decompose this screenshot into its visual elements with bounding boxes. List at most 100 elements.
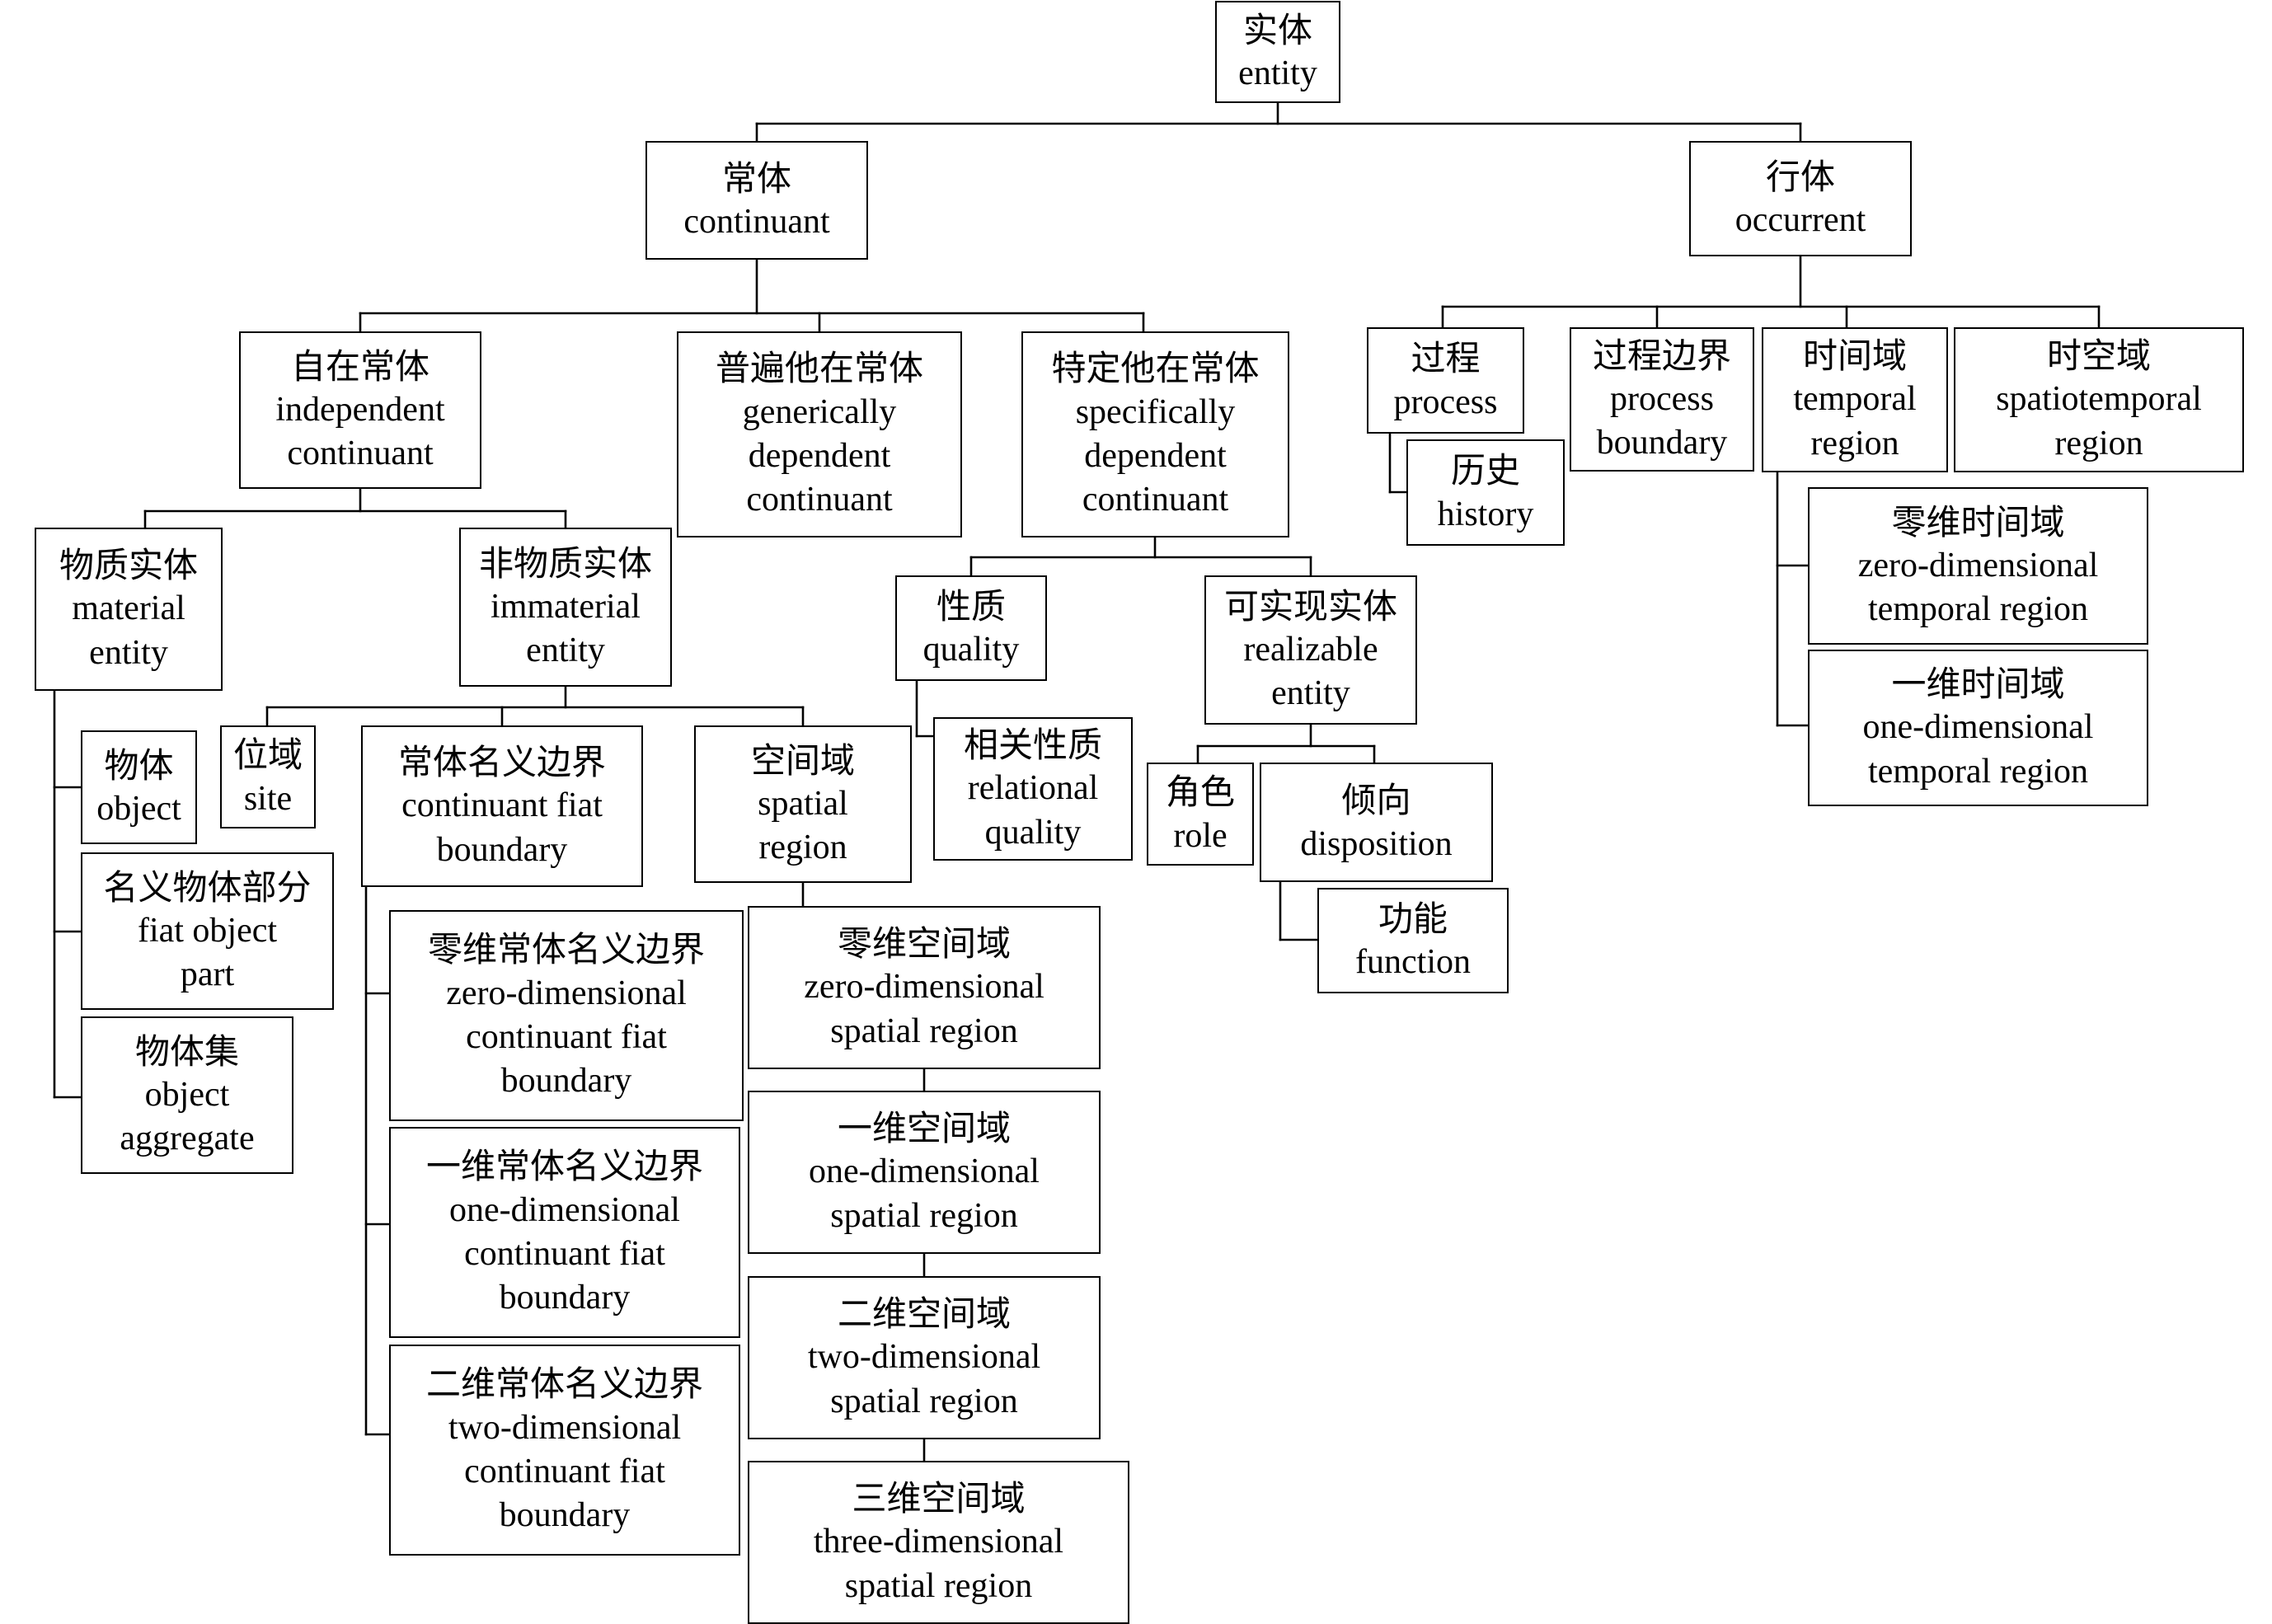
node-label-zh: 非物质实体	[478, 542, 652, 584]
node-label-zh: 物体集	[134, 1030, 239, 1072]
node-label-en: continuant	[683, 203, 830, 241]
node-one-dimensional-continuant-fiat-boundary: 一维常体名义边界 one-dimensional continuant fiat…	[389, 1127, 740, 1338]
node-label-zh: 过程边界	[1592, 335, 1731, 376]
node-label-en: role	[1173, 816, 1228, 855]
node-label-en: history	[1437, 495, 1534, 533]
node-temporal-region: 时间域 temporal region	[1762, 327, 1948, 472]
node-label-zh: 三维空间域	[852, 1478, 1026, 1518]
node-zero-dimensional-spatial-region: 零维空间域 zero-dimensional spatial region	[748, 906, 1101, 1069]
node-label-en: entity	[1238, 54, 1317, 92]
node-label-zh: 普遍他在常体	[715, 348, 923, 389]
node-label-en: function	[1355, 943, 1471, 981]
node-label-zh: 过程	[1411, 338, 1481, 379]
node-one-dimensional-spatial-region: 一维空间域 one-dimensional spatial region	[748, 1091, 1101, 1254]
node-three-dimensional-spatial-region: 三维空间域 three-dimensional spatial region	[748, 1461, 1129, 1624]
node-label-zh: 物质实体	[59, 545, 198, 585]
node-label-zh: 二维常体名义边界	[425, 1364, 703, 1405]
node-relational-quality: 相关性质 relational quality	[933, 717, 1133, 861]
node-label-en: occurrent	[1735, 201, 1866, 239]
node-generically-dependent-continuant: 普遍他在常体 generically dependent continuant	[677, 331, 962, 537]
node-function: 功能 function	[1317, 888, 1509, 993]
node-label-en: one-dimensional continuant fiat boundary	[449, 1190, 680, 1317]
node-label-en: two-dimensional continuant fiat boundary	[448, 1408, 682, 1535]
node-two-dimensional-spatial-region: 二维空间域 two-dimensional spatial region	[748, 1276, 1101, 1439]
node-occurrent: 行体 occurrent	[1689, 141, 1912, 256]
node-label-en: two-dimensional spatial region	[807, 1338, 1041, 1420]
node-label-en: one-dimensional temporal region	[1862, 708, 2094, 791]
node-label-en: three-dimensional spatial region	[813, 1523, 1064, 1605]
node-label-en: process	[1393, 383, 1498, 421]
node-history: 历史 history	[1406, 439, 1565, 546]
node-label-zh: 一维常体名义边界	[425, 1146, 703, 1187]
node-label-zh: 零维时间域	[1891, 501, 2065, 542]
node-label-zh: 相关性质	[963, 725, 1102, 765]
node-label-zh: 行体	[1765, 156, 1835, 197]
node-label-zh: 物体	[104, 744, 174, 786]
node-label-zh: 名义物体部分	[103, 866, 312, 908]
node-fiat-object-part: 名义物体部分 fiat object part	[81, 852, 334, 1010]
node-label-en: site	[243, 779, 293, 818]
node-label-zh: 倾向	[1341, 780, 1411, 821]
node-two-dimensional-continuant-fiat-boundary: 二维常体名义边界 two-dimensional continuant fiat…	[389, 1345, 740, 1556]
node-one-dimensional-temporal-region: 一维时间域 one-dimensional temporal region	[1808, 650, 2148, 806]
node-label-zh: 位域	[232, 735, 303, 776]
node-entity: 实体 entity	[1215, 1, 1340, 103]
node-spatiotemporal-region: 时空域 spatiotemporal region	[1954, 327, 2244, 472]
node-label-zh: 性质	[936, 585, 1006, 627]
node-label-en: spatiotemporal region	[1996, 380, 2202, 462]
node-label-en: specifically dependent continuant	[1075, 392, 1236, 519]
node-label-zh: 二维空间域	[837, 1293, 1011, 1334]
node-spatial-region: 空间域 spatial region	[694, 725, 912, 883]
node-quality: 性质 quality	[895, 575, 1047, 681]
node-realizable-entity: 可实现实体 realizable entity	[1204, 575, 1417, 725]
node-disposition: 倾向 disposition	[1260, 763, 1493, 882]
node-label-zh: 历史	[1450, 450, 1520, 491]
node-label-zh: 空间域	[750, 739, 855, 781]
node-label-en: relational quality	[967, 769, 1099, 852]
node-label-zh: 时空域	[2046, 336, 2151, 376]
node-label-zh: 功能	[1378, 898, 1448, 939]
node-site: 位域 site	[220, 725, 316, 828]
node-label-zh: 可实现实体	[1223, 585, 1397, 627]
node-label-en: zero-dimensional spatial region	[804, 968, 1044, 1050]
node-label-en: object	[96, 790, 181, 828]
node-label-en: quality	[922, 631, 1020, 669]
node-label-en: disposition	[1300, 824, 1453, 863]
node-label-zh: 一维空间域	[837, 1108, 1011, 1148]
node-label-en: one-dimensional spatial region	[809, 1152, 1040, 1235]
node-label-en: immaterial entity	[491, 587, 641, 670]
node-label-en: material entity	[72, 589, 185, 672]
node-role: 角色 role	[1147, 763, 1254, 866]
node-specifically-dependent-continuant: 特定他在常体 specifically dependent continuant	[1021, 331, 1289, 537]
node-label-en: independent continuant	[275, 390, 445, 473]
node-label-zh: 实体	[1242, 9, 1312, 50]
node-label-zh: 一维时间域	[1891, 664, 2065, 704]
node-label-zh: 时间域	[1802, 336, 1907, 376]
node-label-zh: 常体	[721, 157, 791, 199]
node-zero-dimensional-temporal-region: 零维时间域 zero-dimensional temporal region	[1808, 487, 2148, 645]
node-continuant-fiat-boundary: 常体名义边界 continuant fiat boundary	[361, 725, 643, 887]
node-independent-continuant: 自在常体 independent continuant	[239, 331, 481, 489]
node-label-en: zero-dimensional continuant fiat boundar…	[446, 974, 687, 1101]
node-zero-dimensional-continuant-fiat-boundary: 零维常体名义边界 zero-dimensional continuant fia…	[389, 910, 744, 1121]
node-label-zh: 零维常体名义边界	[427, 929, 705, 970]
node-label-zh: 常体名义边界	[397, 742, 606, 782]
node-label-en: generically dependent continuant	[742, 392, 897, 519]
node-label-en: object aggregate	[120, 1075, 255, 1158]
node-immaterial-entity: 非物质实体 immaterial entity	[459, 528, 672, 687]
node-label-en: realizable entity	[1243, 630, 1378, 713]
node-label-en: zero-dimensional temporal region	[1857, 546, 2099, 629]
node-label-en: process boundary	[1596, 379, 1728, 462]
node-label-zh: 自在常体	[290, 345, 430, 387]
node-label-en: spatial region	[758, 784, 848, 867]
node-object: 物体 object	[81, 730, 197, 844]
node-label-en: temporal region	[1793, 380, 1917, 462]
node-continuant: 常体 continuant	[645, 141, 868, 260]
node-label-en: continuant fiat boundary	[401, 786, 603, 869]
node-label-zh: 零维空间域	[837, 923, 1011, 964]
node-label-zh: 角色	[1165, 772, 1235, 813]
node-process-boundary: 过程边界 process boundary	[1570, 327, 1754, 472]
node-label-zh: 特定他在常体	[1051, 348, 1260, 389]
node-process: 过程 process	[1367, 327, 1524, 434]
